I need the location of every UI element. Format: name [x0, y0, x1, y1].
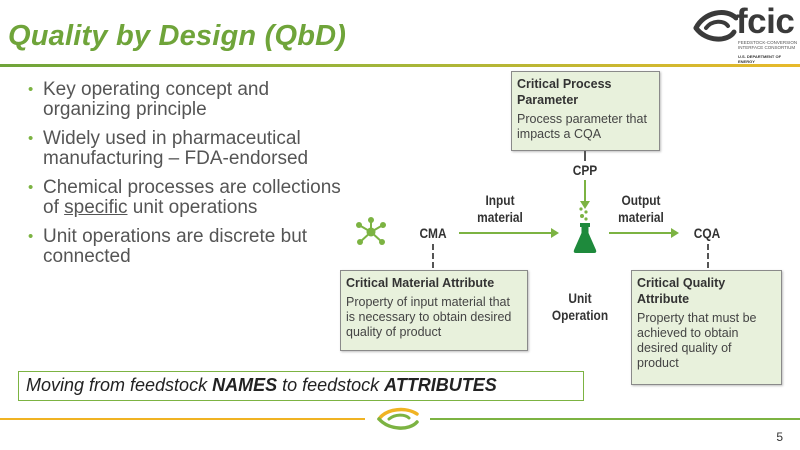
logo-wordmark: fcic: [736, 2, 795, 41]
callout-emphasis-attributes: ATTRIBUTES: [384, 375, 497, 395]
flask-icon: [573, 207, 597, 253]
footer-eye-icon: [377, 407, 419, 430]
callout-emphasis-names: NAMES: [212, 375, 278, 395]
output-label-line1: Output: [621, 192, 661, 208]
footer-rule-right: [430, 418, 800, 420]
bullet-text: unit operations: [127, 197, 258, 218]
cqa-box-title: Critical Quality Attribute: [637, 276, 726, 306]
bullet-text: Chemical processes are collections of: [43, 177, 341, 218]
bullet-text: Widely used in pharmaceutical manufactur…: [43, 128, 309, 169]
header-divider: [0, 64, 800, 67]
page-number: 5: [776, 430, 783, 444]
bullet-item: • Key operating concept and organizing pr…: [26, 80, 346, 120]
slide-title: Quality by Design (QbD): [8, 20, 347, 52]
cqa-connector: [707, 244, 709, 268]
cpp-box-title: Critical Process Parameter: [517, 77, 612, 107]
key-message-callout: Moving from feedstock NAMES to feedstock…: [18, 371, 584, 401]
cma-box-title: Critical Material Attribute: [346, 276, 495, 290]
callout-text: to feedstock: [277, 375, 385, 395]
bullet-text: Key operating concept and organizing pri…: [43, 79, 270, 120]
footer-rule-left: [0, 418, 365, 420]
unit-label-line2: Operation: [551, 307, 609, 323]
bullet-list: • Key operating concept and organizing pr…: [26, 80, 346, 276]
input-label-line1: Input: [485, 192, 515, 208]
output-arrow: [609, 228, 679, 238]
input-arrow: [459, 228, 559, 238]
cma-connector: [432, 244, 434, 268]
output-label-line2: material: [618, 209, 664, 225]
callout-text: Moving from feedstock: [26, 375, 213, 395]
bullet-emphasis: specific: [64, 197, 128, 218]
cma-definition-box: Critical Material Attribute Property of …: [340, 270, 528, 351]
molecule-icon: [356, 217, 386, 245]
cpp-box-body: Process parameter that impacts a CQA: [517, 112, 647, 141]
cpp-label: CPP: [572, 162, 598, 178]
bullet-item: • Chemical processes are collections of s…: [26, 178, 346, 218]
bullet-text: Unit operations are discrete but connect…: [43, 226, 308, 267]
logo-agency: U.S. Department of Energy: [738, 54, 782, 64]
bullet-dot-icon: •: [28, 228, 34, 245]
bullet-dot-icon: •: [28, 179, 34, 196]
bullet-dot-icon: •: [28, 130, 34, 147]
cpp-connector: [584, 151, 586, 161]
bullet-dot-icon: •: [28, 81, 34, 98]
fcic-eye-icon: [693, 10, 738, 42]
bullet-item: • Unit operations are discrete but connec…: [26, 227, 346, 267]
cma-box-body: Property of input material that is neces…: [346, 295, 512, 339]
cqa-label: CQA: [693, 225, 721, 241]
fcic-logo: fcic Feedstock-Conversion Interface Cons…: [692, 2, 798, 64]
cpp-definition-box: Critical Process Parameter Process param…: [511, 71, 660, 151]
bullet-item: • Widely used in pharmaceutical manufactu…: [26, 129, 346, 169]
cma-label: CMA: [419, 225, 447, 241]
cqa-box-body: Property that must be achieved to obtain…: [637, 311, 757, 370]
cpp-arrow: [580, 180, 590, 209]
logo-subtitle: Feedstock-Conversion Interface Consortiu…: [738, 40, 798, 50]
cqa-definition-box: Critical Quality Attribute Property that…: [631, 270, 782, 385]
unit-label-line1: Unit: [568, 290, 592, 306]
input-label-line2: material: [477, 209, 523, 225]
